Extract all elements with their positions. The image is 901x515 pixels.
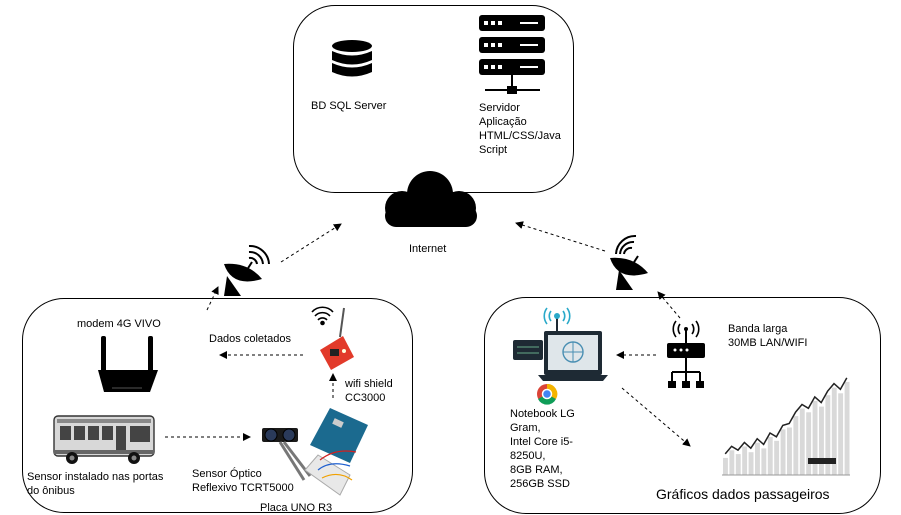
arduino-label: Placa UNO R3: [260, 502, 333, 514]
bar-chart-icon: [722, 377, 850, 476]
arrow-dish-to-internet-right: [515, 221, 606, 252]
chart-bar: [806, 412, 812, 475]
connectors: [165, 221, 691, 447]
router-icon: [667, 320, 705, 388]
arrow-laptop-to-charts: [621, 387, 691, 447]
chart-bar: [729, 450, 735, 475]
cloud-icon: [385, 171, 477, 227]
arrow-dish-to-internet: [280, 223, 342, 263]
dados-coletados-label: Dados coletados: [209, 333, 291, 345]
database-icon: [332, 40, 372, 77]
internet-label: Internet: [409, 243, 447, 255]
modem-label: modem 4G VIVO: [77, 318, 161, 330]
wifi-shield-label: wifi shield CC3000: [345, 378, 393, 404]
chrome-icon: [537, 383, 558, 405]
server-icon: [479, 15, 545, 94]
chart-bar: [755, 442, 760, 475]
chart-bar: [774, 440, 780, 475]
notebook-label: Notebook LG Gram, Intel Core i5- 8250U, …: [510, 408, 575, 490]
chart-bar: [831, 387, 837, 475]
server-label: Servidor Aplicação HTML/CSS/Java Script: [479, 102, 561, 156]
modem-icon: [98, 336, 158, 392]
chart-bar: [761, 448, 767, 475]
bus-icon: [53, 415, 155, 464]
broadband-label: Banda larga 30MB LAN/WIFI: [728, 323, 808, 349]
chart-bar: [825, 395, 831, 475]
database-label: BD SQL Server: [311, 100, 387, 112]
arduino-board-icon: [304, 408, 368, 496]
laptop-icon: [513, 307, 608, 381]
chart-bar: [735, 454, 741, 475]
chart-trend-line: [724, 377, 848, 455]
chart-bar: [787, 427, 792, 475]
arrow-modem-to-dish: [206, 286, 219, 311]
wifi-shield-icon: [320, 307, 354, 370]
bus-sensor-label: Sensor instalado nas portas do ônibus: [27, 471, 164, 497]
charts-label: Gráficos dados passageiros: [656, 486, 830, 502]
chart-bar: [748, 452, 754, 475]
chart-bar: [793, 416, 799, 475]
chart-bar: [723, 457, 728, 475]
chart-bar: [844, 381, 850, 475]
arrow-broadband-to-dish: [657, 291, 681, 319]
optical-sensor-icon: [262, 428, 312, 481]
wifi-icon: [311, 306, 334, 326]
chart-bar: [780, 429, 786, 475]
chart-bar: [812, 400, 818, 475]
chart-bar: [742, 446, 748, 475]
server-cluster-box: [293, 5, 574, 193]
satellite-dish-icon: [610, 234, 648, 290]
chart-bar: [767, 437, 773, 475]
chart-bar: [819, 406, 824, 475]
chart-bar: [799, 408, 805, 475]
chart-bar: [838, 393, 844, 475]
satellite-dish-icon: [224, 244, 270, 296]
optical-sensor-label: Sensor Óptico Reflexivo TCRT5000: [192, 468, 294, 494]
chart-legend-swatch: [808, 458, 836, 464]
